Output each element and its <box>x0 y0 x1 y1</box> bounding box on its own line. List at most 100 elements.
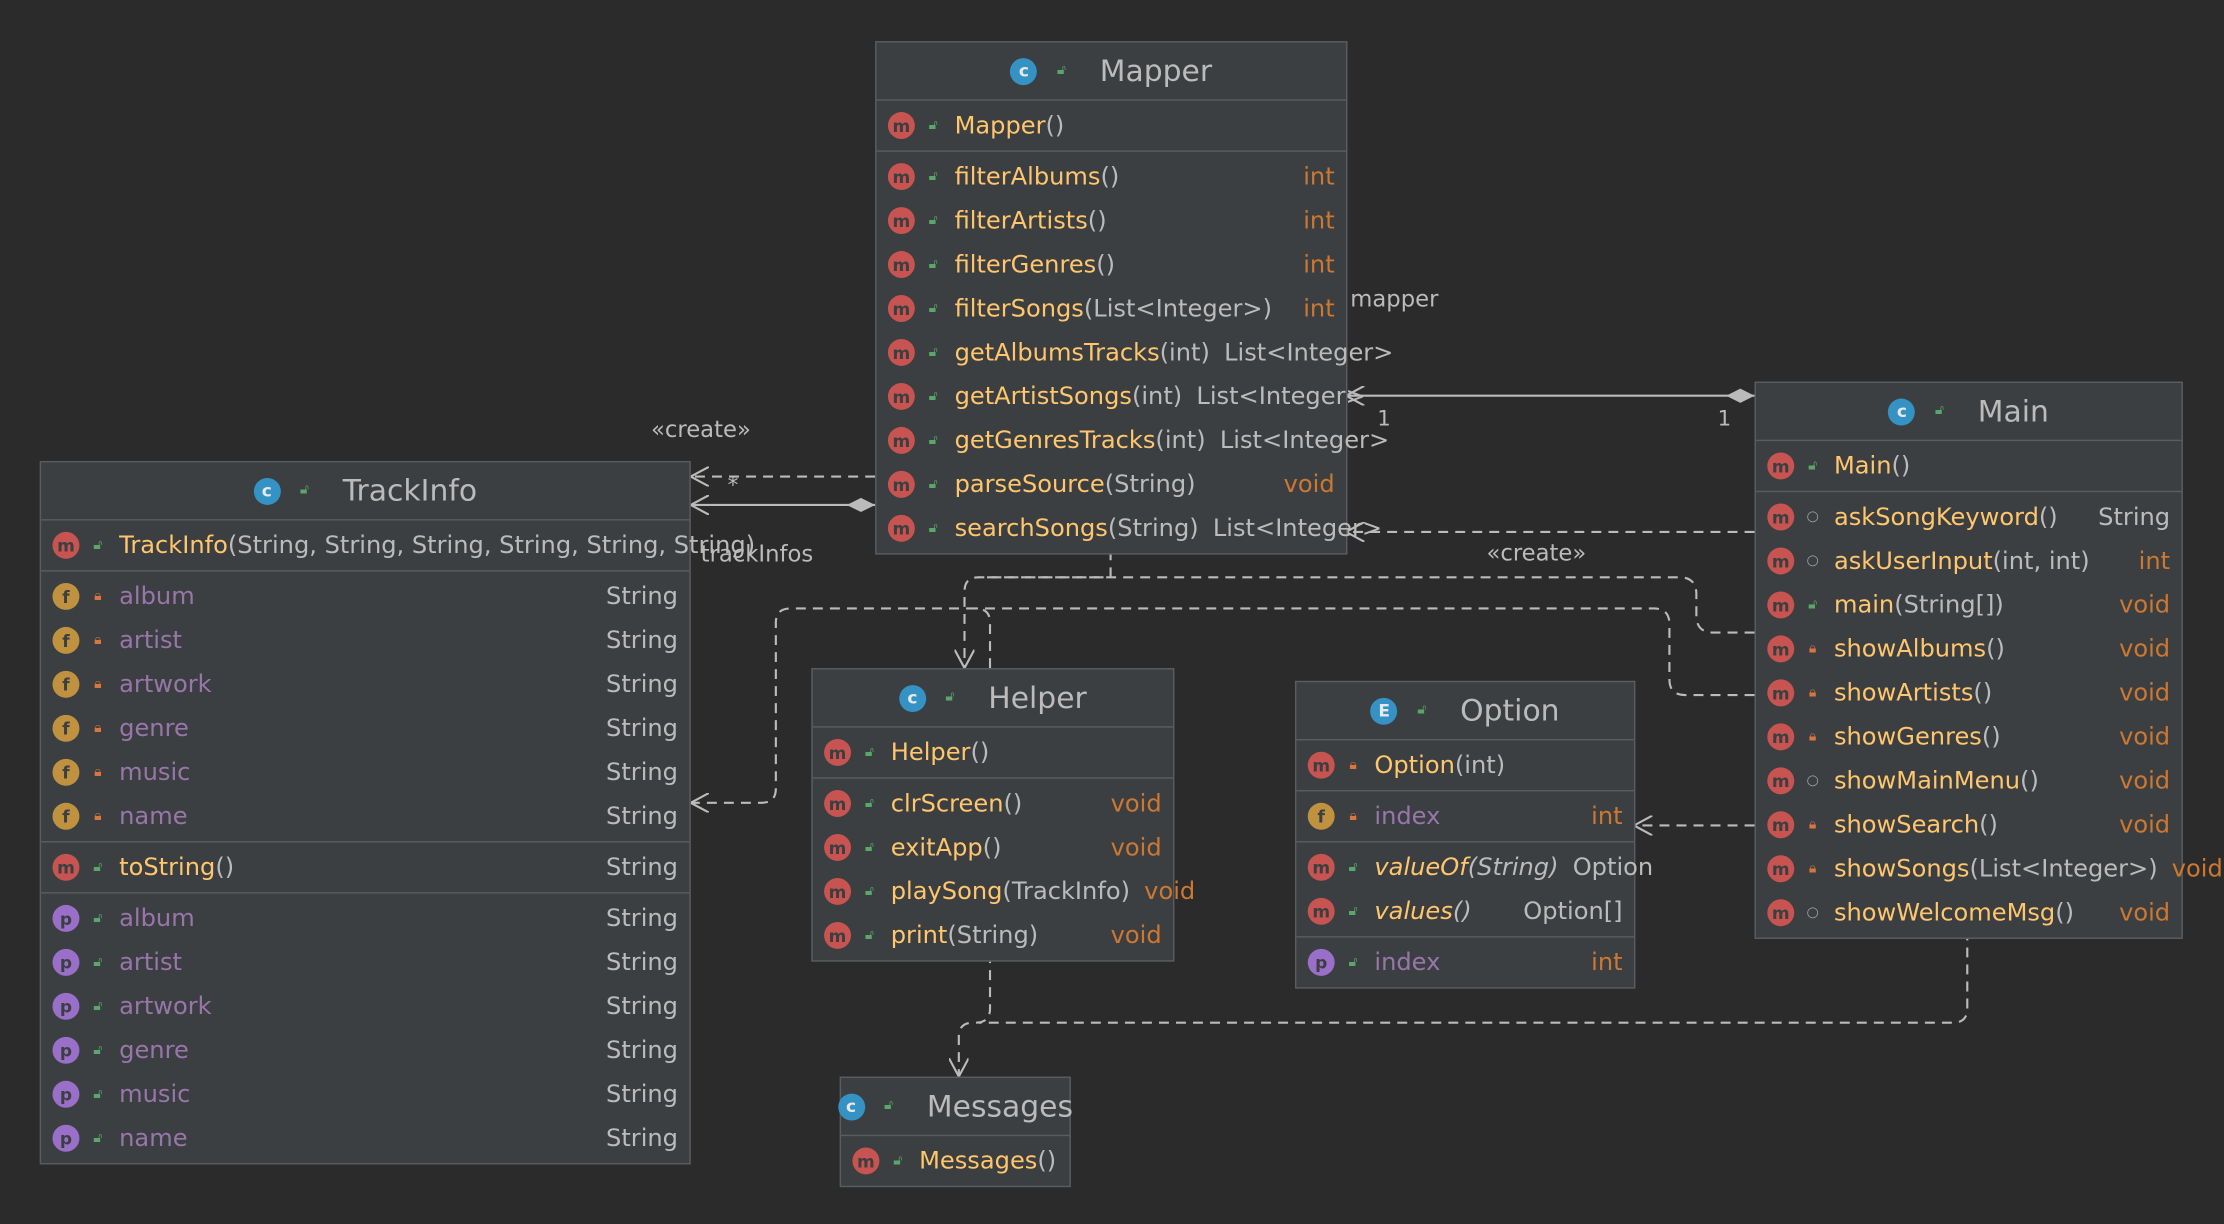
class-name: TrackInfo <box>342 473 478 508</box>
class-trackinfo[interactable]: c 🔓︎ TrackInfo m🔓︎TrackInfo(String, Stri… <box>39 460 755 1165</box>
member-type: int <box>2138 546 2171 576</box>
constructor-row[interactable]: m🔓︎Mapper() <box>877 104 1346 148</box>
member-type: String <box>606 1036 678 1065</box>
method-row[interactable]: m🔓︎getAlbumsTracks(int)List<Integer> <box>877 330 1393 374</box>
private-icon: 🔒︎ <box>94 807 102 824</box>
method-row[interactable]: m🔓︎main(String[])void <box>1756 583 2182 627</box>
method-row[interactable]: m🔓︎filterGenres()int <box>877 243 1346 287</box>
class-header: c 🔓︎ Main <box>1755 383 2182 442</box>
method-row[interactable]: m○showMainMenu()void <box>1756 759 2182 803</box>
method-icon: m <box>1767 591 1795 619</box>
constructor-row[interactable]: m🔓︎Helper() <box>813 730 1173 774</box>
member-name: filterArtists <box>954 206 1088 235</box>
member-params: (int) <box>1159 338 1210 367</box>
constructor-row[interactable]: m🔒︎Option(int) <box>1296 743 1634 787</box>
public-icon: 🔓︎ <box>93 536 103 553</box>
class-main[interactable]: c 🔓︎ Main m🔓︎Main() m○askSongKeyword()St… <box>1754 381 2223 939</box>
method-row[interactable]: m🔒︎showGenres()void <box>1756 715 2182 759</box>
member-params: () <box>1096 250 1116 279</box>
method-row[interactable]: m🔓︎exitApp()void <box>813 825 1173 869</box>
method-row[interactable]: m🔓︎valueOf(String)Option <box>1296 845 1653 889</box>
method-icon: m <box>887 112 915 140</box>
method-icon: m <box>1767 855 1795 883</box>
member-type: int <box>1303 206 1335 235</box>
method-row[interactable]: m🔒︎showArtists()void <box>1756 671 2182 715</box>
field-icon: f <box>52 670 80 698</box>
helper-messages-dep <box>959 953 992 1076</box>
method-row[interactable]: m🔓︎parseSource(String)void <box>877 462 1346 506</box>
class-header: c 🔓︎ Messages <box>837 1078 1073 1137</box>
method-row[interactable]: m🔒︎showSongs(List<Integer>)void <box>1756 847 2223 891</box>
method-icon: m <box>1767 679 1795 707</box>
method-row[interactable]: m🔓︎filterArtists()int <box>877 199 1346 243</box>
class-mapper[interactable]: c 🔓︎ Mapper m🔓︎Mapper() m🔓︎filterAlbums(… <box>875 41 1393 555</box>
class-messages[interactable]: c 🔓︎ Messages m🔓︎Messages() <box>837 1076 1073 1188</box>
method-row[interactable]: m🔓︎getArtistSongs(int)List<Integer> <box>877 374 1366 418</box>
constructor-row[interactable]: m🔓︎TrackInfo(String, String, String, Str… <box>41 523 755 567</box>
member-name: parseSource <box>954 470 1105 499</box>
member-type: void <box>2171 854 2223 883</box>
member-type: List<Integer> <box>1212 514 1383 543</box>
member-name: valueOf <box>1374 853 1468 882</box>
method-row[interactable]: m🔓︎filterSongs(List<Integer>)int <box>877 287 1346 331</box>
method-row[interactable]: m○askUserInput(int, int)int <box>1756 539 2182 583</box>
method-row[interactable]: m🔓︎values()Option[] <box>1296 889 1634 933</box>
member-name: name <box>119 1124 188 1153</box>
member-type: int <box>1591 948 1623 977</box>
method-row[interactable]: m🔓︎getGenresTracks(int)List<Integer> <box>877 418 1389 462</box>
method-row[interactable]: m🔓︎clrScreen()void <box>813 782 1173 826</box>
member-type: String <box>606 626 678 655</box>
method-row[interactable]: m🔓︎filterAlbums()int <box>877 155 1346 199</box>
method-row[interactable]: m🔓︎playSong(TrackInfo)void <box>813 869 1195 913</box>
member-name: Messages <box>919 1146 1038 1176</box>
field-icon: f <box>52 582 80 610</box>
constructor-row[interactable]: m🔓︎Messages() <box>841 1139 1069 1183</box>
method-icon: m <box>1767 767 1795 795</box>
member-name: artist <box>119 626 183 655</box>
method-icon: m <box>887 382 915 410</box>
member-params: (String) <box>947 921 1039 950</box>
method-icon: m <box>887 338 915 366</box>
member-type: List<Integer> <box>1196 382 1366 411</box>
property-icon: p <box>52 1080 80 1108</box>
member-name: showGenres <box>1833 722 1982 752</box>
method-icon: m <box>824 790 852 817</box>
public-icon: 🔓︎ <box>93 909 103 926</box>
method-row[interactable]: m🔒︎showSearch()void <box>1756 803 2182 847</box>
star-multiplicity: * <box>727 472 739 498</box>
member-name: toString <box>119 853 216 882</box>
method-row[interactable]: m🔓︎searchSongs(String)List<Integer> <box>877 506 1382 550</box>
member-name: clrScreen <box>890 789 1004 818</box>
method-row[interactable]: m🔓︎print(String)void <box>813 913 1173 957</box>
method-row[interactable]: m🔓︎toString()String <box>41 845 689 889</box>
class-icon: c <box>253 477 281 505</box>
member-params: () <box>1003 789 1023 818</box>
public-icon: 🔓︎ <box>1934 402 1945 419</box>
member-params: () <box>970 738 990 767</box>
method-row[interactable]: m○showWelcomeMsg()void <box>1756 891 2182 935</box>
member-type: void <box>2119 634 2171 664</box>
class-helper[interactable]: c 🔓︎ Helper m🔓︎Helper() m🔓︎clrScreen()vo… <box>811 668 1195 962</box>
member-name: filterSongs <box>954 294 1084 323</box>
class-icon: c <box>1010 57 1038 85</box>
method-row[interactable]: m○askSongKeyword()String <box>1756 495 2182 539</box>
constructor-row[interactable]: m🔓︎Main() <box>1756 444 2182 488</box>
public-icon: 🔓︎ <box>945 689 955 705</box>
method-icon: m <box>824 738 852 766</box>
method-row[interactable]: m🔒︎showAlbums()void <box>1756 627 2182 671</box>
